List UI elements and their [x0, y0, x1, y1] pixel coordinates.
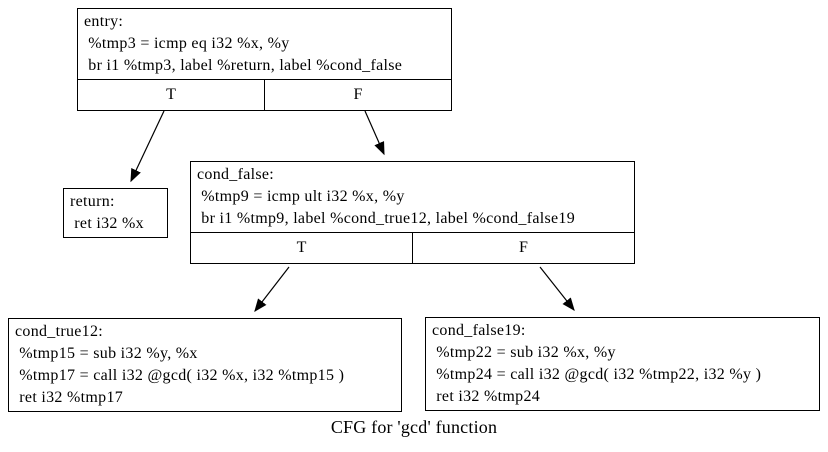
- cond_false19-body: cond_false19: %tmp22 = sub i32 %x, %y %t…: [426, 318, 819, 410]
- instruction: %tmp9 = icmp ult i32 %x, %y: [197, 188, 405, 205]
- entry-branch-row: T F: [78, 79, 451, 110]
- entry-body: entry: %tmp3 = icmp eq i32 %x, %y br i1 …: [78, 9, 451, 79]
- cfg-node-entry: entry: %tmp3 = icmp eq i32 %x, %y br i1 …: [77, 8, 452, 111]
- instruction: %tmp24 = call i32 @gcd( i32 %tmp22, i32 …: [432, 366, 762, 383]
- edge-cond_false-true-to-cond_true12: [254, 266, 290, 313]
- block-label: cond_false19:: [432, 322, 526, 339]
- instruction: ret i32 %x: [70, 215, 144, 232]
- block-label: return:: [70, 193, 115, 210]
- cfg-node-return: return: ret i32 %x: [63, 188, 168, 238]
- cfg-node-cond_false19: cond_false19: %tmp22 = sub i32 %x, %y %t…: [425, 317, 820, 411]
- instruction: %tmp22 = sub i32 %x, %y: [432, 344, 616, 361]
- instruction: %tmp17 = call i32 @gcd( i32 %x, i32 %tmp…: [15, 367, 345, 384]
- edge-entry-false-to-cond_false: [364, 110, 385, 156]
- block-label: entry:: [84, 13, 124, 30]
- instruction: br i1 %tmp9, label %cond_true12, label %…: [197, 210, 576, 227]
- instruction: br i1 %tmp3, label %return, label %cond_…: [84, 57, 403, 74]
- instruction: %tmp3 = icmp eq i32 %x, %y: [84, 35, 290, 52]
- edge-entry-true-to-return: [130, 110, 165, 183]
- block-label: cond_false:: [197, 166, 275, 183]
- cond_false-branch-row: T F: [191, 232, 634, 263]
- entry-true-port: T: [166, 86, 176, 103]
- instruction: ret i32 %tmp24: [432, 388, 541, 405]
- graph-title: CFG for 'gcd' function: [330, 417, 498, 437]
- return-body: return: ret i32 %x: [64, 189, 167, 237]
- cfg-node-cond_true12: cond_true12: %tmp15 = sub i32 %y, %x %tm…: [8, 318, 402, 412]
- edge-cond_false-false-to-cond_false19: [539, 266, 575, 312]
- entry-false-port: F: [264, 80, 451, 110]
- cond_false-true-port: T: [296, 239, 307, 256]
- cond_false-false-port: F: [412, 233, 634, 263]
- block-label: cond_true12:: [15, 323, 104, 340]
- cond_false-body: cond_false: %tmp9 = icmp ult i32 %x, %y …: [191, 162, 634, 232]
- instruction: %tmp15 = sub i32 %y, %x: [15, 345, 198, 362]
- instruction: ret i32 %tmp17: [15, 389, 124, 406]
- cfg-node-cond_false: cond_false: %tmp9 = icmp ult i32 %x, %y …: [190, 161, 635, 264]
- cond_true12-body: cond_true12: %tmp15 = sub i32 %y, %x %tm…: [9, 319, 401, 411]
